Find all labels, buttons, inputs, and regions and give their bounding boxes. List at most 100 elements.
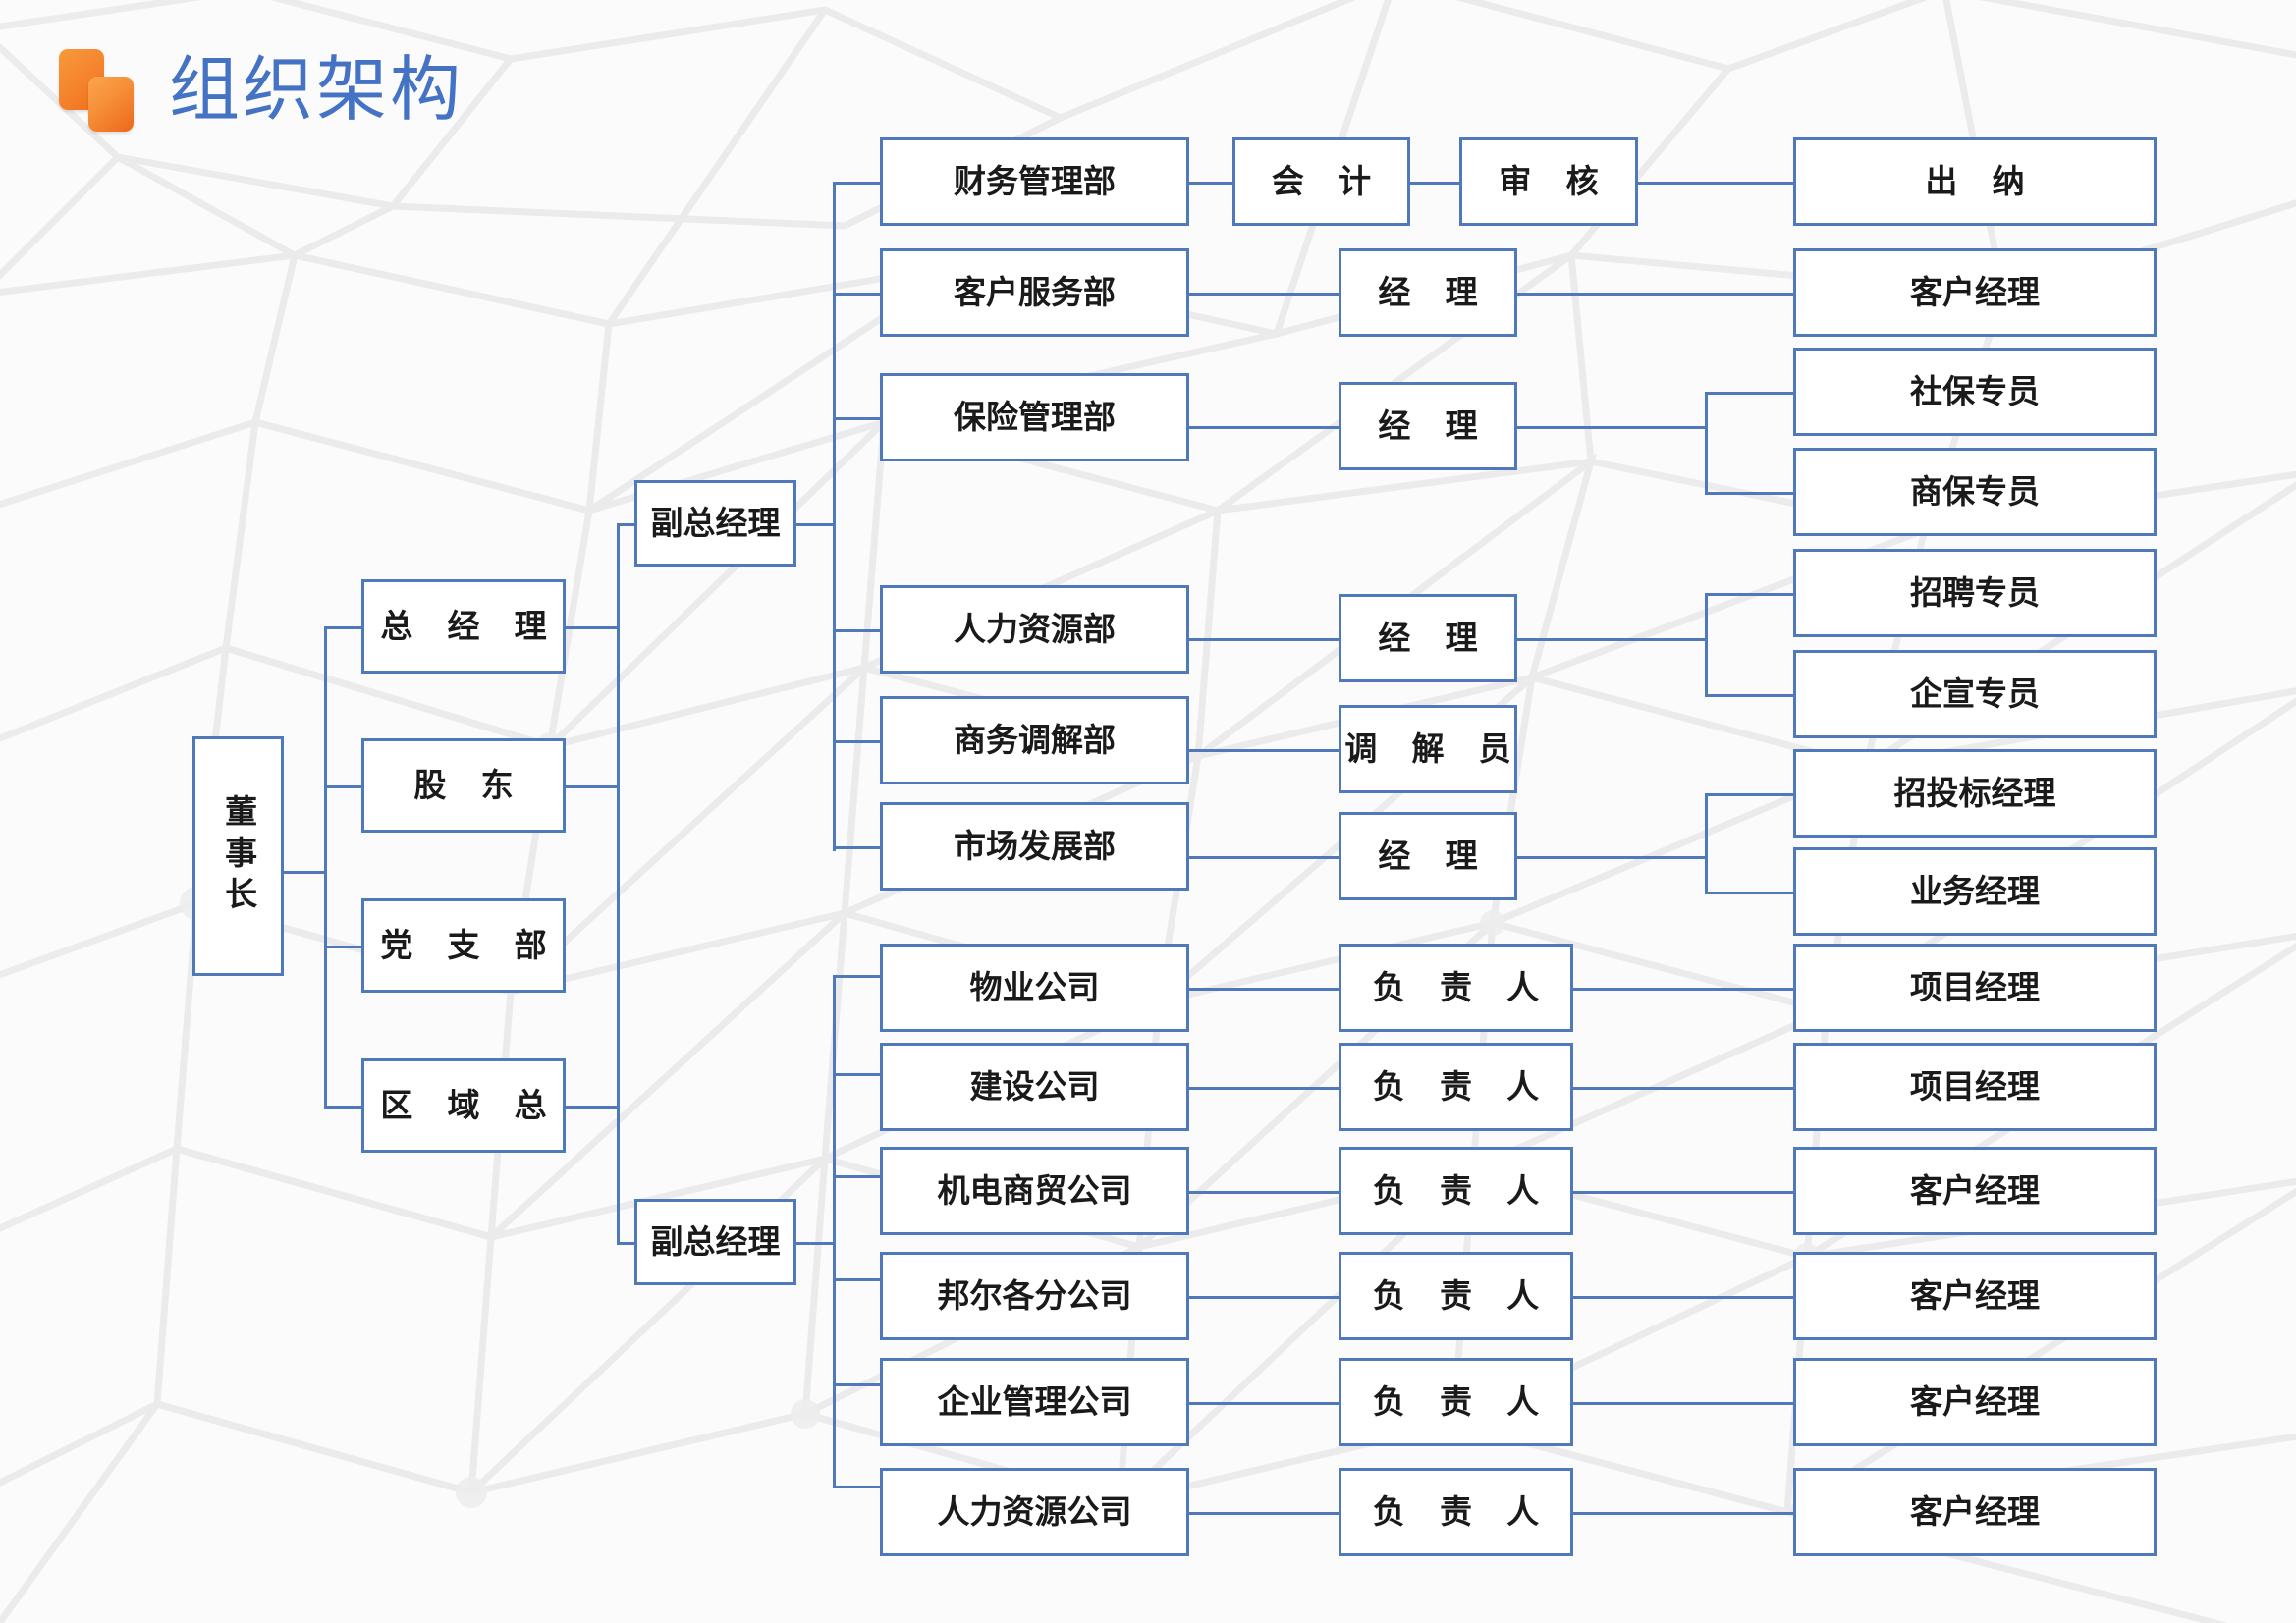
- node-bangerge-account-manager[interactable]: 客户经理: [1793, 1252, 2157, 1340]
- node-cashier[interactable]: 出 纳: [1793, 137, 2157, 226]
- node-commercial-insurance-specialist[interactable]: 商保专员: [1793, 448, 2157, 536]
- node-party-branch[interactable]: 党 支 部: [361, 898, 566, 993]
- connector-hr-company-lead: [1189, 1512, 1339, 1515]
- node-deputy-general-manager-1[interactable]: 副总经理: [634, 480, 796, 567]
- connector-construction-lead-role: [1573, 1087, 1795, 1090]
- node-recruitment-specialist[interactable]: 招聘专员: [1793, 549, 2157, 637]
- node-construction-lead[interactable]: 负 责 人: [1339, 1043, 1573, 1131]
- connector-bangerge-lead: [1189, 1296, 1339, 1299]
- connector-insurance-manager: [1189, 426, 1339, 429]
- connector-market-manager-out: [1517, 856, 1707, 859]
- connector-electromechanical-lead: [1189, 1191, 1339, 1194]
- node-customer-service-manager[interactable]: 经 理: [1339, 248, 1517, 337]
- node-regional-head[interactable]: 区 域 总: [361, 1058, 566, 1153]
- node-enterprise-mgmt-company[interactable]: 企业管理公司: [880, 1358, 1189, 1446]
- node-insurance-manager[interactable]: 经 理: [1339, 382, 1517, 470]
- node-business-manager[interactable]: 业务经理: [1793, 847, 2157, 936]
- node-shareholder[interactable]: 股 东: [361, 738, 566, 833]
- node-market-manager[interactable]: 经 理: [1339, 812, 1517, 900]
- connector-enterprise-lead-role: [1573, 1402, 1795, 1405]
- node-bangerge-lead[interactable]: 负 责 人: [1339, 1252, 1573, 1340]
- connector-to-shareholder: [324, 785, 363, 788]
- connector-cs-manager-account: [1517, 293, 1795, 296]
- connector-dept-spine: [833, 182, 836, 851]
- connector-to-market-dept: [833, 846, 880, 849]
- connector-hr-manager-out: [1517, 638, 1707, 641]
- connector-construction-lead: [1189, 1087, 1339, 1090]
- node-pr-specialist[interactable]: 企宣专员: [1793, 650, 2157, 738]
- node-market-dev-dept[interactable]: 市场发展部: [880, 802, 1189, 891]
- connector-to-business-manager: [1705, 892, 1795, 894]
- connector-regional-out: [565, 1106, 619, 1109]
- connector-to-bidding-manager: [1705, 793, 1795, 796]
- node-bangerge-branch[interactable]: 邦尔各分公司: [880, 1252, 1189, 1340]
- node-construction-company[interactable]: 建设公司: [880, 1043, 1189, 1131]
- node-construction-project-manager[interactable]: 项目经理: [1793, 1043, 2157, 1131]
- slide-header: 组织架构: [59, 49, 464, 132]
- connector-to-party-branch: [324, 946, 363, 948]
- node-audit[interactable]: 审 核: [1459, 137, 1638, 226]
- connector-level2-spine: [324, 626, 327, 1108]
- node-electromechanical-lead[interactable]: 负 责 人: [1339, 1147, 1573, 1235]
- node-property-company[interactable]: 物业公司: [880, 944, 1189, 1032]
- connector-to-social-insurance: [1705, 392, 1795, 395]
- node-hr-company-account-manager[interactable]: 客户经理: [1793, 1468, 2157, 1556]
- two-rounded-squares-icon: [59, 49, 136, 132]
- connector-market-manager: [1189, 856, 1339, 859]
- node-deputy-general-manager-2[interactable]: 副总经理: [634, 1199, 796, 1285]
- connector-to-customer-service-dept: [833, 293, 880, 296]
- node-bidding-manager[interactable]: 招投标经理: [1793, 749, 2157, 838]
- connector-enterprise-lead: [1189, 1402, 1339, 1405]
- connector-to-insurance-dept: [833, 417, 880, 420]
- connector-to-recruitment-specialist: [1705, 593, 1795, 596]
- connector-gm-out: [565, 626, 619, 629]
- connector-to-construction-company: [833, 1073, 880, 1076]
- connector-audit-cashier: [1636, 182, 1795, 185]
- connector-to-regional-head: [324, 1106, 363, 1109]
- connector-to-commercial-insurance: [1705, 492, 1795, 495]
- connector-company-spine: [833, 975, 836, 1486]
- node-property-lead[interactable]: 负 责 人: [1339, 944, 1573, 1032]
- node-enterprise-lead[interactable]: 负 责 人: [1339, 1358, 1573, 1446]
- connector-bangerge-lead-role: [1573, 1296, 1795, 1299]
- page-title: 组织架构: [169, 51, 465, 130]
- node-hr-dept[interactable]: 人力资源部: [880, 585, 1189, 674]
- connector-to-mediation-dept: [833, 740, 880, 743]
- connector-to-electromechanical-company: [833, 1175, 880, 1178]
- connector-deputy2-out: [795, 1242, 835, 1245]
- connector-hr-manager: [1189, 638, 1339, 641]
- connector-electromechanical-lead-role: [1573, 1191, 1795, 1194]
- connector-to-bangerge-branch: [833, 1278, 880, 1281]
- connector-market-bracket: [1705, 793, 1708, 892]
- node-property-project-manager[interactable]: 项目经理: [1793, 944, 2157, 1032]
- connector-deputy-spine: [617, 523, 620, 1245]
- connector-property-lead: [1189, 988, 1339, 991]
- node-electromechanical-company[interactable]: 机电商贸公司: [880, 1147, 1189, 1235]
- node-social-insurance-specialist[interactable]: 社保专员: [1793, 348, 2157, 436]
- node-hr-company-lead[interactable]: 负 责 人: [1339, 1468, 1573, 1556]
- node-mediation-dept[interactable]: 商务调解部: [880, 696, 1189, 784]
- node-electromechanical-account-manager[interactable]: 客户经理: [1793, 1147, 2157, 1235]
- connector-to-general-manager: [324, 626, 363, 629]
- connector-mediation-mediator: [1189, 749, 1339, 752]
- node-accountant[interactable]: 会 计: [1232, 137, 1410, 226]
- connector-to-finance-dept: [833, 182, 880, 185]
- node-customer-account-manager[interactable]: 客户经理: [1793, 248, 2157, 337]
- node-insurance-dept[interactable]: 保险管理部: [880, 373, 1189, 461]
- connector-to-property-company: [833, 975, 880, 978]
- connector-property-lead-role: [1573, 988, 1795, 991]
- connector-hr-bracket: [1705, 593, 1708, 696]
- connector-shareholder-out: [565, 785, 619, 788]
- node-hr-manager[interactable]: 经 理: [1339, 594, 1517, 682]
- connector-deputy1-out: [795, 523, 835, 526]
- node-hr-company[interactable]: 人力资源公司: [880, 1468, 1189, 1556]
- node-mediator[interactable]: 调 解 员: [1339, 705, 1517, 793]
- node-enterprise-account-manager[interactable]: 客户经理: [1793, 1358, 2157, 1446]
- connector-to-enterprise-company: [833, 1383, 880, 1386]
- node-general-manager[interactable]: 总 经 理: [361, 579, 566, 674]
- node-finance-dept[interactable]: 财务管理部: [880, 137, 1189, 226]
- node-chairman[interactable]: 董事长: [192, 736, 284, 976]
- node-customer-service-dept[interactable]: 客户服务部: [880, 248, 1189, 337]
- connector-to-hr-dept: [833, 629, 880, 632]
